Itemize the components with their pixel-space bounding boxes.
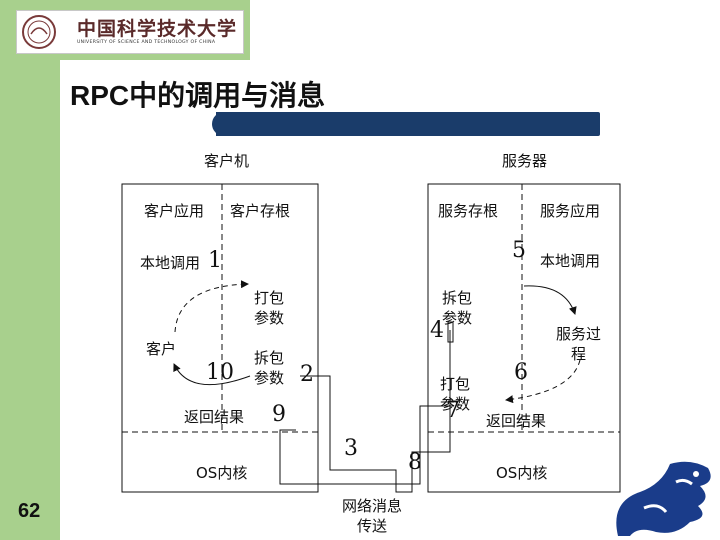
client-os-kernel-label: OS内核 — [196, 464, 248, 482]
step-3: 3 — [344, 436, 358, 461]
client-return-arrow — [173, 363, 251, 386]
left-accent-bar — [0, 0, 60, 540]
client-process-label: 客户 — [146, 340, 177, 358]
step-8: 8 — [408, 450, 422, 475]
pack-params-label-1: 打包 参数 — [254, 289, 285, 327]
university-logo: 中国科学技术大学 UNIVERSITY OF SCIENCE AND TECHN… — [16, 10, 244, 54]
server-stub-marker — [447, 321, 454, 343]
title-underline-bar — [216, 112, 600, 136]
reply-path — [279, 405, 454, 485]
server-stub-label: 服务存根 — [438, 202, 499, 220]
request-path — [300, 330, 451, 493]
step-2: 2 — [300, 362, 314, 387]
page-number: 62 — [18, 500, 41, 522]
server-return-result-label: 返回结果 — [486, 412, 547, 430]
slide-title: RPC中的调用与消息 — [70, 80, 326, 111]
university-emblem-icon — [22, 15, 56, 49]
server-call-arrow — [523, 285, 577, 315]
client-app-label: 客户应用 — [144, 202, 205, 220]
university-name-cn: 中国科学技术大学 — [77, 18, 238, 40]
university-name-en: UNIVERSITY OF SCIENCE AND TECHNOLOGY OF … — [77, 40, 216, 45]
client-machine-box — [121, 183, 319, 493]
step-6: 6 — [514, 360, 528, 385]
step-10: 10 — [206, 360, 234, 385]
step-5: 5 — [512, 238, 526, 263]
server-return-arrow — [505, 359, 581, 404]
server-machine-box — [427, 183, 621, 493]
client-local-call-label: 本地调用 — [140, 254, 201, 272]
step-7: 7 — [446, 398, 460, 423]
pack-params-label-2: 打包 参数 — [440, 375, 471, 413]
dragon-emblem-icon — [616, 461, 711, 536]
step-1: 1 — [208, 248, 222, 273]
logo-panel: 中国科学技术大学 UNIVERSITY OF SCIENCE AND TECHN… — [0, 0, 250, 60]
server-os-kernel-label: OS内核 — [496, 464, 548, 482]
network-message-label: 网络消息 传送 — [342, 497, 403, 535]
server-local-call-label: 本地调用 — [540, 252, 601, 270]
server-process-label: 服务过 程 — [556, 325, 602, 363]
server-app-label: 服务应用 — [540, 202, 601, 220]
client-return-result-label: 返回结果 — [184, 408, 245, 426]
step-9: 9 — [272, 402, 286, 427]
unpack-params-label-1: 拆包 参数 — [442, 289, 473, 327]
server-machine-header: 服务器 — [502, 152, 548, 170]
step-4: 4 — [430, 318, 444, 343]
client-machine-header: 客户机 — [204, 152, 250, 170]
client-stub-label: 客户存根 — [230, 202, 291, 220]
client-call-arrow — [174, 280, 249, 333]
unpack-params-label-2: 拆包 参数 — [254, 349, 285, 387]
